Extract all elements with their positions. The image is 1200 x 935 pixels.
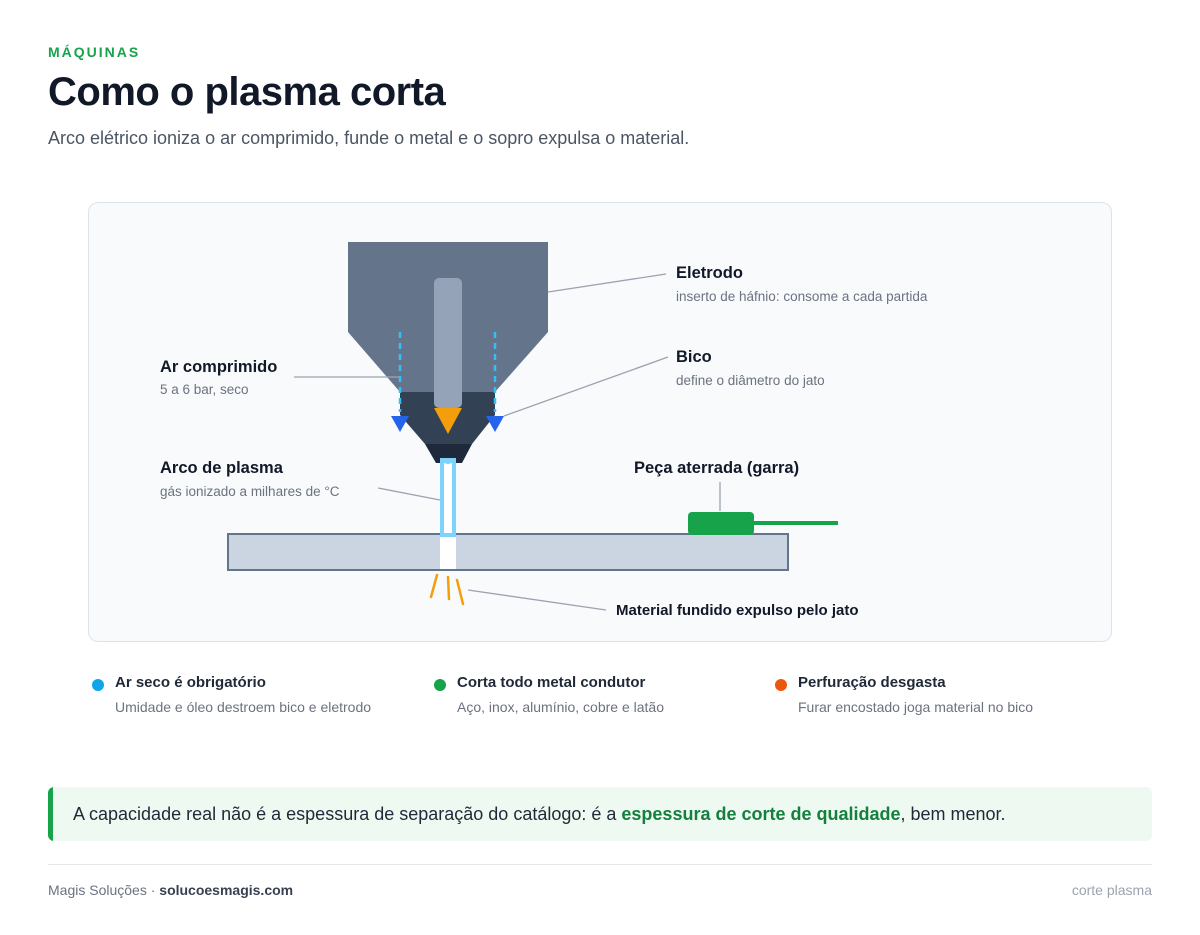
label-electrode-sub: inserto de háfnio: consome a cada partid… (676, 289, 928, 304)
feature-title: Corta todo metal condutor (457, 674, 646, 691)
page-title: Como o plasma corta (48, 70, 446, 114)
leader-molten (467, 589, 607, 611)
leader-electrode (547, 273, 667, 293)
label-nozzle-title: Bico (676, 348, 712, 366)
label-air-sub: 5 a 6 bar, seco (160, 382, 249, 397)
air-arrow-right (486, 416, 504, 432)
air-arrow-left (391, 416, 409, 432)
label-nozzle-sub: define o diâmetro do jato (676, 373, 825, 388)
feature-desc: Furar encostado joga material no bico (798, 699, 1034, 715)
callout-accent-bar (48, 787, 53, 841)
feature-desc: Umidade e óleo destroem bico e eletrodo (115, 699, 372, 715)
ground-clamp (688, 512, 754, 535)
leader-nozzle (503, 356, 669, 417)
footer-brand: Magis Soluções · solucoesmagis.com (48, 882, 293, 898)
feature-dot-orange (775, 679, 787, 691)
spark-left (429, 573, 439, 599)
plasma-arc-origin (443, 458, 453, 464)
callout-text: A capacidade real não é a espessura de s… (73, 804, 1006, 825)
feature-desc: Aço, inox, alumínio, cobre e latão (457, 699, 665, 715)
label-molten-title: Material fundido expulso pelo jato (616, 602, 859, 619)
callout-text-after: , bem menor. (900, 804, 1006, 824)
footer-divider (48, 864, 1152, 865)
nozzle-tip (425, 444, 472, 463)
feature-dot-blue (92, 679, 104, 691)
label-air-title: Ar comprimido (160, 358, 277, 376)
label-ground-title: Peça aterrada (garra) (634, 459, 799, 477)
section-eyebrow: MÁQUINAS (48, 44, 141, 60)
kerf-cut (440, 535, 456, 569)
electrode (434, 278, 462, 408)
spark-right (455, 578, 465, 606)
callout-text-before: A capacidade real não é a espessura de s… (73, 804, 622, 824)
feature-title: Ar seco é obrigatório (115, 674, 266, 691)
footer-site-link[interactable]: solucoesmagis.com (159, 882, 294, 898)
leader-arc (377, 487, 441, 501)
page-subtitle: Arco elétrico ioniza o ar comprimido, fu… (48, 128, 690, 148)
plasma-arc (440, 458, 456, 537)
footer-brand-name: Magis Soluções · (48, 882, 160, 898)
workpiece (227, 533, 789, 571)
label-arc-sub: gás ionizado a milhares de °C (160, 484, 340, 499)
spark-center (446, 575, 451, 601)
arc-tip (434, 408, 462, 434)
label-arc-title: Arco de plasma (160, 459, 284, 477)
footer-tag: corte plasma (1071, 882, 1152, 898)
feature-dot-green (434, 679, 446, 691)
feature-title: Perfuração desgasta (798, 674, 946, 691)
label-electrode-title: Eletrodo (676, 264, 743, 282)
callout-highlight: espessura de corte de qualidade (621, 804, 901, 824)
callout-box: A capacidade real não é a espessura de s… (48, 787, 1152, 841)
